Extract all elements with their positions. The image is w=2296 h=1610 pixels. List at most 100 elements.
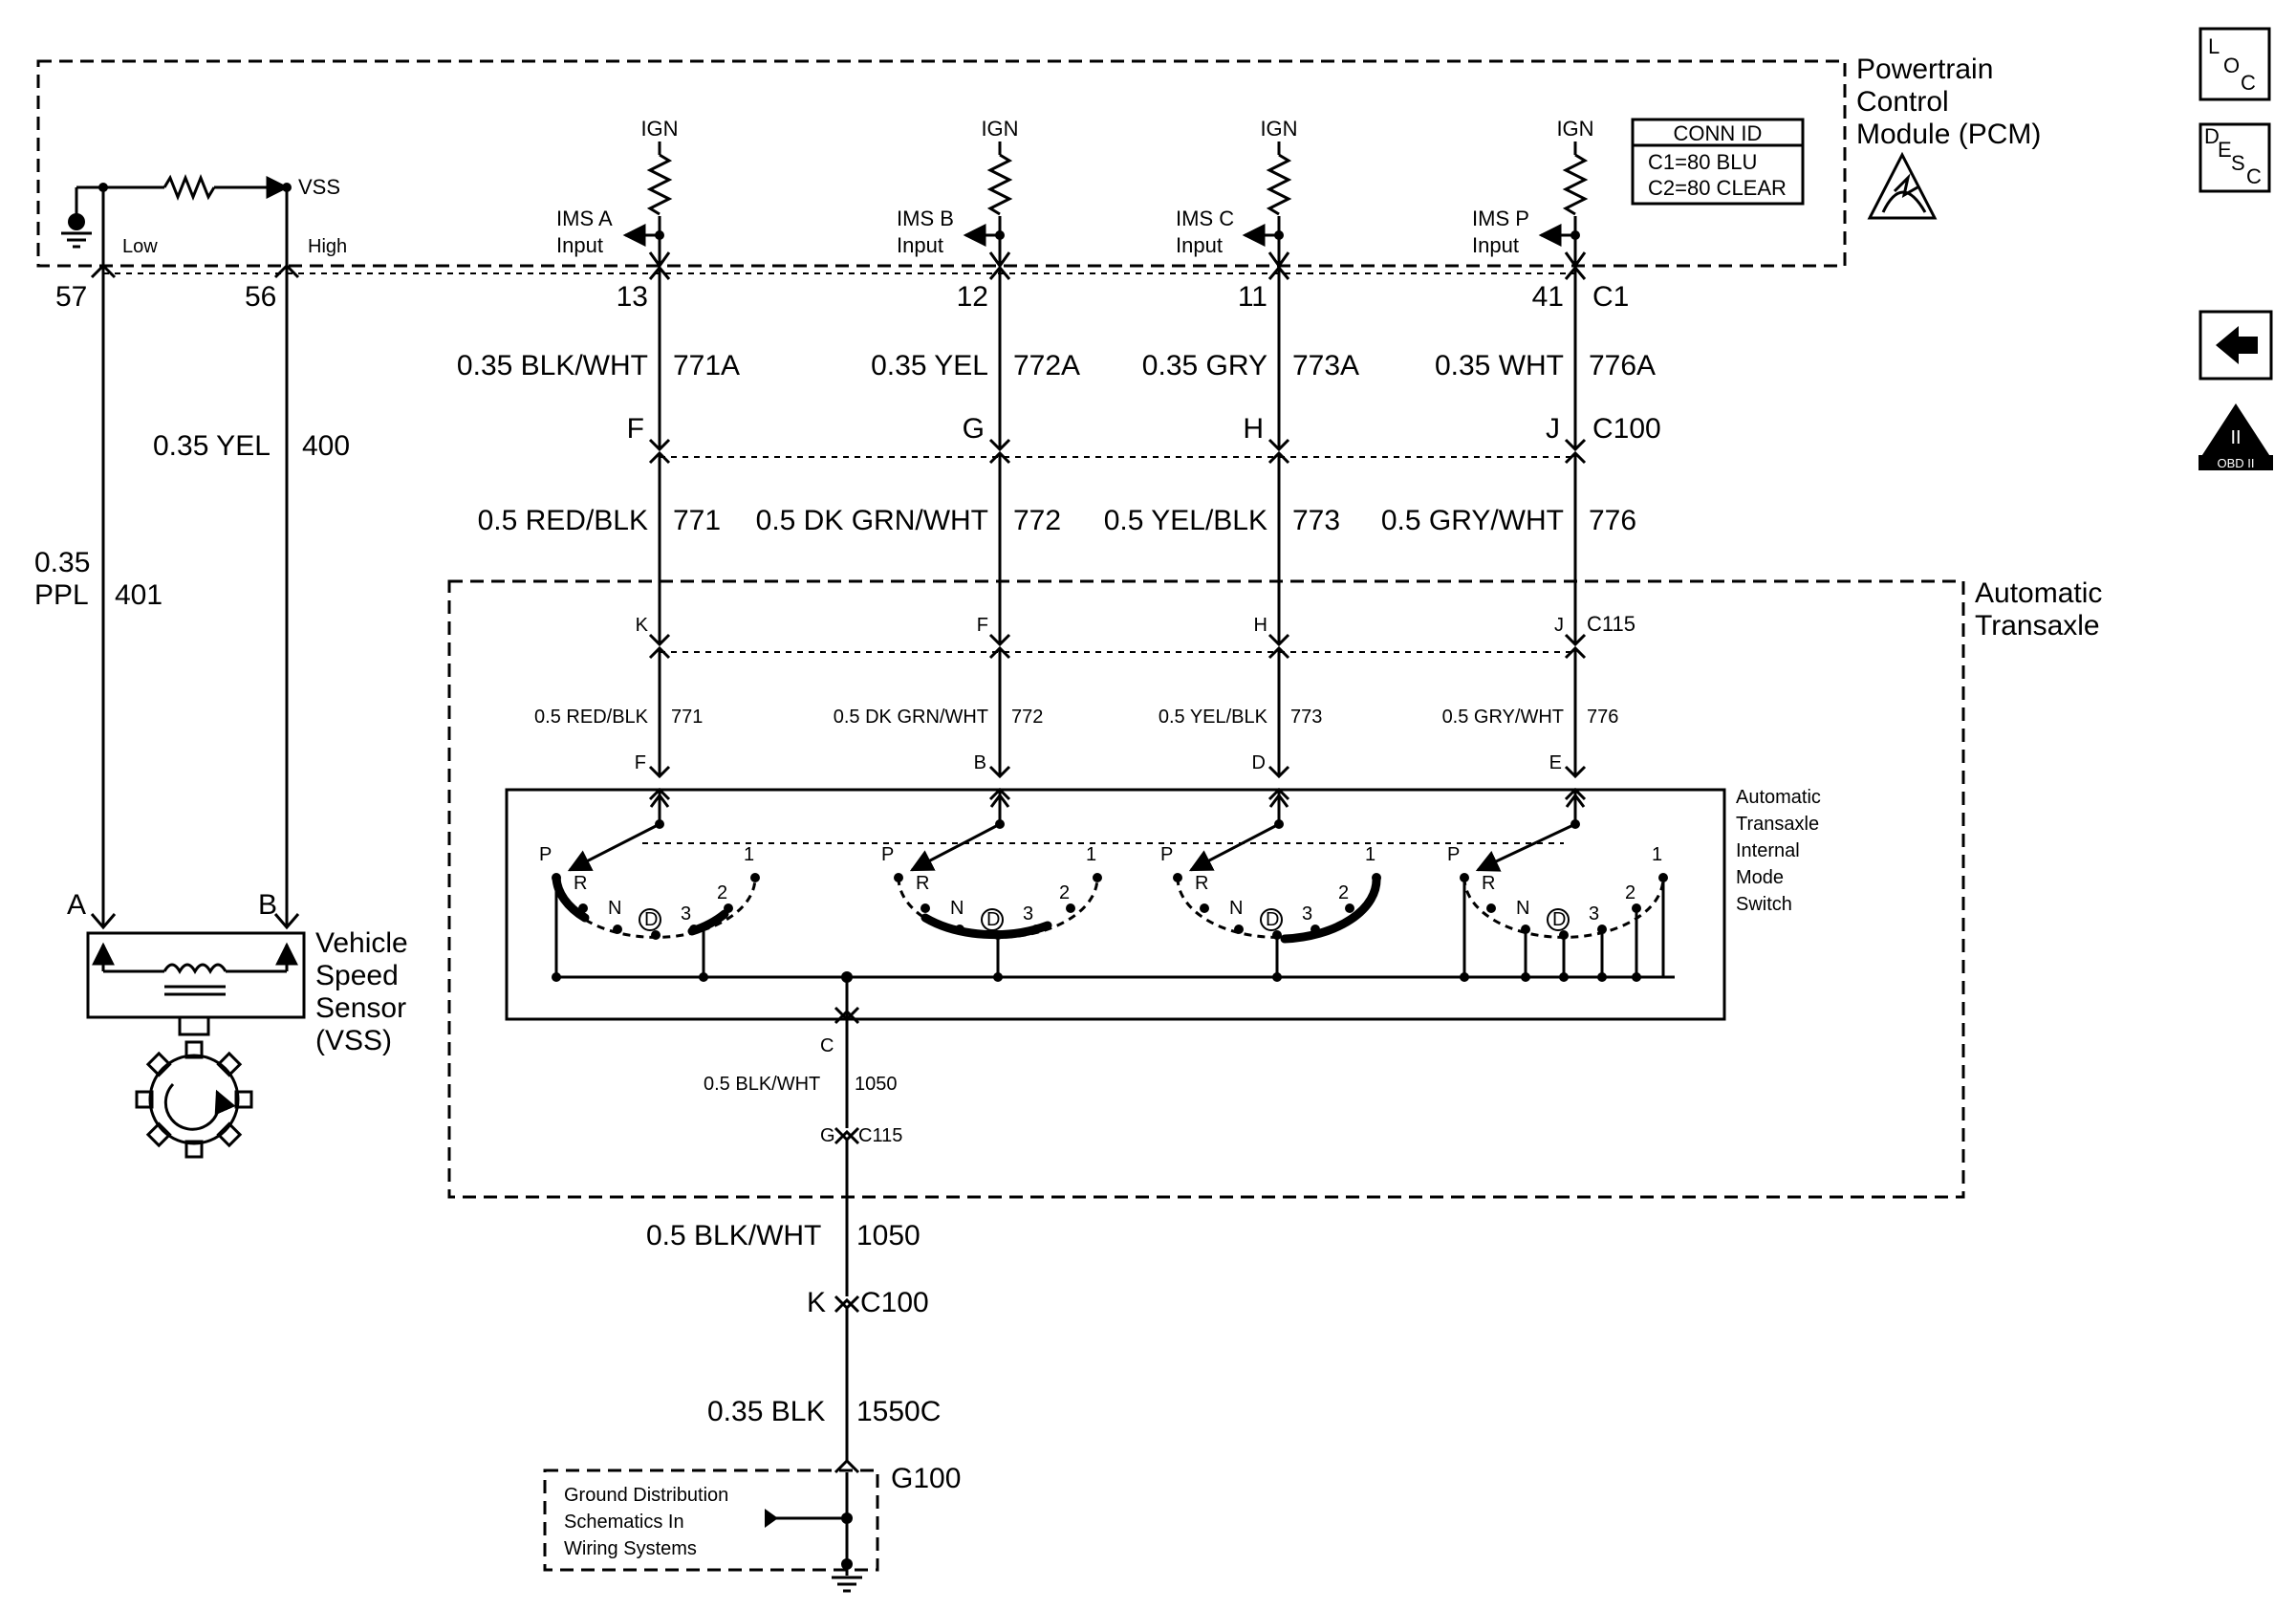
ground-circuit: C 0.5 BLK/WHT 1050 G C115 0.5 BLK/WHT 10… <box>543 977 961 1593</box>
location-icon[interactable]: L O C <box>2199 27 2271 101</box>
svg-text:400: 400 <box>302 430 350 462</box>
vss-input-circuit: VSS Low High <box>61 173 347 266</box>
svg-text:C: C <box>820 1035 834 1056</box>
switch-position-label: 1 <box>1652 844 1662 865</box>
c100-pin: G <box>963 413 985 445</box>
switch-contact <box>689 925 699 934</box>
svg-text:S: S <box>2231 151 2245 175</box>
conn-id-box: CONN ID C1=80 BLU C2=80 CLEAR <box>1631 118 1805 206</box>
svg-text:Mode: Mode <box>1736 867 1784 888</box>
c100-pin: F <box>627 413 644 445</box>
svg-text:C1=80 BLU: C1=80 BLU <box>1648 150 1757 174</box>
switch-position-label: P <box>539 844 552 865</box>
switch-position-label: R <box>1482 873 1495 894</box>
svg-text:0.35 BLK: 0.35 BLK <box>707 1396 825 1427</box>
svg-text:0.5 BLK/WHT: 0.5 BLK/WHT <box>646 1220 821 1251</box>
switch-contact <box>1372 873 1381 882</box>
switch-position-label: 1 <box>744 844 754 865</box>
svg-text:Vehicle: Vehicle <box>315 927 408 959</box>
c115-pin: K <box>636 615 649 636</box>
wire-circuit: 771 <box>671 707 703 728</box>
ims-input-name: IMS A <box>556 207 613 230</box>
svg-text:B: B <box>258 889 277 921</box>
wire-circuit: 776A <box>1589 350 1656 381</box>
switch-position-label: D <box>644 909 658 930</box>
pcm-pin: 12 <box>957 281 988 313</box>
wire-gauge: 0.35 WHT <box>1435 350 1564 381</box>
pullup-resistor <box>986 153 1013 216</box>
switch-contact <box>724 903 733 913</box>
wire-circuit: 773 <box>1290 707 1322 728</box>
vss-wires: 0.35 PPL 401 0.35 YEL 400 A B <box>34 263 350 930</box>
svg-text:O: O <box>2223 54 2240 77</box>
pcm-pin: 13 <box>617 281 648 313</box>
pullup-resistor <box>1562 153 1589 216</box>
svg-text:G: G <box>820 1125 835 1146</box>
svg-text:Control: Control <box>1856 86 1949 118</box>
wire-gauge: 0.5 GRY/WHT <box>1442 707 1564 728</box>
svg-text:C2=80 CLEAR: C2=80 CLEAR <box>1648 176 1787 200</box>
wire-gauge: 0.5 DK GRN/WHT <box>834 707 988 728</box>
pullup-resistor <box>1266 153 1292 216</box>
svg-text:C100: C100 <box>860 1287 929 1318</box>
switch-position-label: P <box>1447 844 1460 865</box>
svg-text:Schematics In: Schematics In <box>564 1512 684 1533</box>
switch-active-contact <box>1280 873 1381 944</box>
switch-contact <box>1066 903 1075 913</box>
gear-tooth <box>145 1121 172 1148</box>
switch-position-label: N <box>1516 898 1529 919</box>
switch-contact <box>1486 903 1496 913</box>
transaxle-box <box>447 579 1965 1199</box>
switch-position-label: R <box>916 873 929 894</box>
switch-position-label: 3 <box>1589 903 1599 925</box>
switch-pin: F <box>635 752 646 773</box>
wire-gauge: 0.35 BLK/WHT <box>457 350 648 381</box>
c100-pin: J <box>1546 413 1560 445</box>
switch-contact <box>613 925 622 934</box>
svg-text:Sensor: Sensor <box>315 992 406 1024</box>
wire-gauge: 0.5 RED/BLK <box>534 707 649 728</box>
drive-ring <box>1547 908 1570 931</box>
description-icon[interactable]: D E S C <box>2199 122 2271 193</box>
reluctor-wheel-icon <box>135 1040 253 1159</box>
gear-tooth <box>216 1051 243 1077</box>
gear-tooth <box>184 1140 204 1159</box>
switch-position-label: 2 <box>1059 882 1070 903</box>
switch-position-label: D <box>1552 909 1566 930</box>
c115-pin: F <box>977 615 988 636</box>
c115-label: C115 <box>1587 612 1635 636</box>
wire-circuit: 776 <box>1587 707 1618 728</box>
svg-text:Speed: Speed <box>315 960 399 991</box>
switch-contact <box>1310 925 1320 934</box>
pcm-pin-57: 57 <box>55 281 87 313</box>
switch-position-label: 2 <box>1625 882 1635 903</box>
switch-position-label: N <box>950 898 964 919</box>
svg-text:G100: G100 <box>891 1463 961 1494</box>
svg-text:Automatic: Automatic <box>1975 577 2102 609</box>
svg-text:Wiring Systems: Wiring Systems <box>564 1538 697 1559</box>
vehicle-speed-sensor: Vehicle Speed Sensor (VSS) <box>86 927 408 1056</box>
ims-input-name: IMS C <box>1176 207 1234 230</box>
svg-text:PPL: PPL <box>34 579 89 611</box>
svg-text:VSS: VSS <box>298 175 340 199</box>
switch-pin: D <box>1252 752 1266 773</box>
switch-contact <box>1093 873 1102 882</box>
switch-contact <box>894 873 903 882</box>
back-arrow-icon[interactable] <box>2199 310 2273 381</box>
svg-text:Transaxle: Transaxle <box>1736 814 1819 835</box>
svg-text:Automatic: Automatic <box>1736 787 1821 808</box>
obd-ii-icon[interactable]: II OBD II <box>2199 403 2273 470</box>
switch-position-label: D <box>1266 909 1279 930</box>
switch-contact <box>1173 873 1182 882</box>
svg-text:0.35: 0.35 <box>34 547 90 578</box>
svg-text:Module (PCM): Module (PCM) <box>1856 119 2041 150</box>
switch-wiper <box>1188 822 1280 872</box>
svg-text:Transaxle: Transaxle <box>1975 610 2100 642</box>
switch-contact <box>651 930 661 940</box>
svg-text:0.5 BLK/WHT: 0.5 BLK/WHT <box>704 1074 820 1095</box>
switch-contact <box>1031 925 1041 934</box>
wire-circuit: 772 <box>1013 505 1061 536</box>
pcm-pin: 11 <box>1238 281 1267 313</box>
switch-contact <box>1234 925 1244 934</box>
